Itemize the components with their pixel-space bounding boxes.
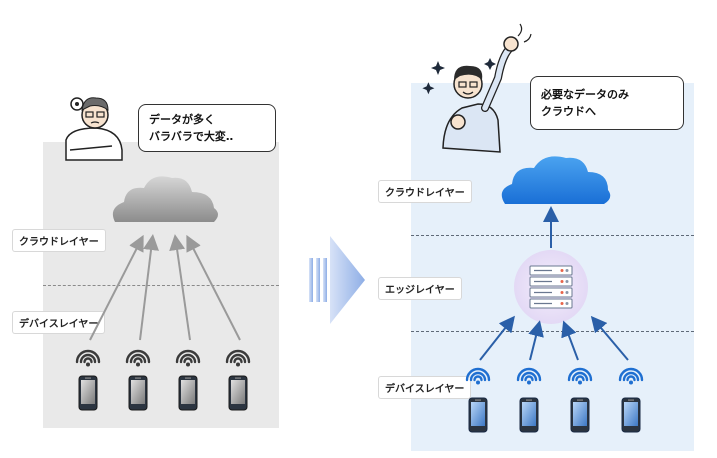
wifi-icon	[225, 349, 251, 367]
transition-arrow-icon	[309, 236, 365, 324]
right-device-layer-label: デバイスレイヤー	[379, 377, 471, 398]
right-layer-divider-bottom	[411, 331, 694, 332]
left-devices	[75, 349, 251, 411]
wifi-icon	[175, 349, 201, 367]
smartphone-icon	[519, 397, 539, 433]
worried-person-icon	[65, 97, 123, 161]
smartphone-icon	[468, 397, 488, 433]
left-device-arrows	[89, 234, 241, 341]
right-edge-layer-label: エッジレイヤー	[379, 278, 461, 299]
smartphone-icon	[621, 397, 641, 433]
right-layer-divider-top	[411, 235, 694, 236]
wifi-icon	[75, 349, 101, 367]
edge-server-icon	[514, 250, 588, 324]
smartphone-icon	[78, 375, 98, 411]
wifi-icon	[618, 367, 644, 385]
smartphone-icon	[178, 375, 198, 411]
left-layer-divider	[43, 285, 279, 286]
left-device-layer-label: デバイスレイヤー	[13, 312, 105, 333]
right-devices	[465, 367, 644, 433]
left-cloud-layer-label: クラウドレイヤー	[13, 230, 105, 251]
left-speech-bubble: データが多く バラバラで大変‥	[138, 104, 276, 152]
right-data-arrows	[479, 206, 629, 361]
gray-cloud-icon	[112, 176, 218, 222]
wifi-icon	[465, 367, 491, 385]
wifi-icon	[125, 349, 151, 367]
right-speech-bubble: 必要なデータのみ クラウドへ	[530, 76, 684, 130]
smartphone-icon	[570, 397, 590, 433]
smartphone-icon	[128, 375, 148, 411]
wifi-icon	[567, 367, 593, 385]
right-cloud-layer-label: クラウドレイヤー	[379, 181, 471, 202]
blue-cloud-icon	[501, 156, 611, 204]
smartphone-icon	[228, 375, 248, 411]
cheering-person-icon	[422, 23, 532, 153]
wifi-icon	[516, 367, 542, 385]
